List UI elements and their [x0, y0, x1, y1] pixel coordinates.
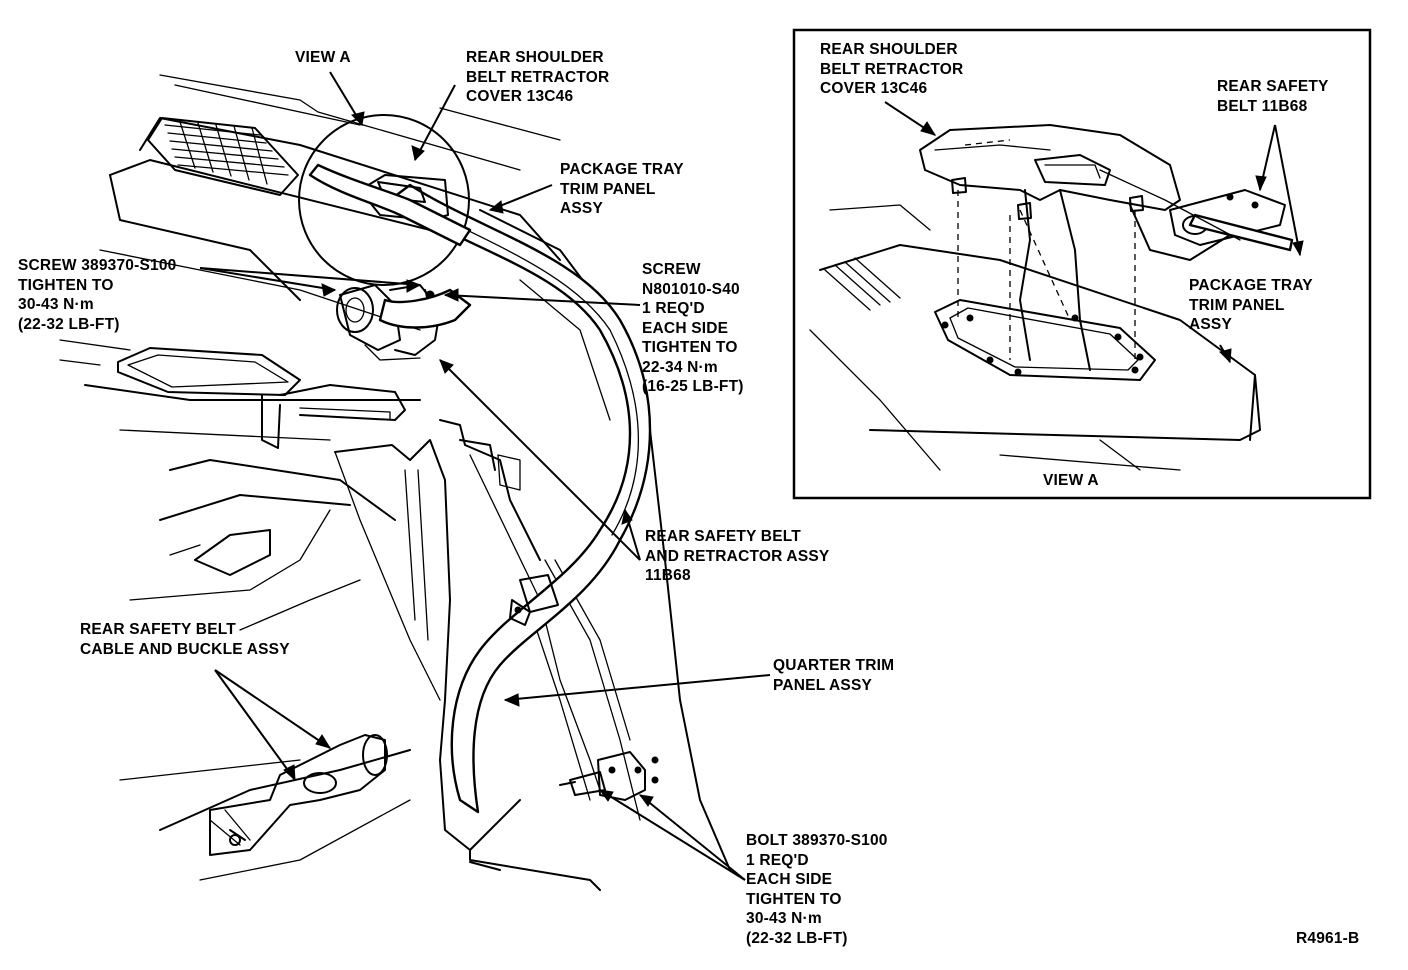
inset-rear-safety-belt-line-1: REAR SAFETY: [1217, 78, 1329, 95]
figure-code: R4961-B: [1296, 930, 1360, 947]
screw-n801010-line-1: SCREW: [642, 261, 701, 278]
quarter-trim-line-1: QUARTER TRIM: [773, 657, 895, 674]
cable-buckle-line-2: CABLE AND BUCKLE ASSY: [80, 640, 290, 658]
inset-dashed-lines: [957, 139, 1136, 360]
package-tray-label: PACKAGE TRAY TRIM PANEL ASSY: [560, 160, 684, 219]
package-tray-line-3: ASSY: [560, 200, 604, 217]
retractor-cover-label: REAR SHOULDER BELT RETRACTOR COVER 13C46: [466, 48, 609, 107]
inset-retractor-cover-label: REAR SHOULDER BELT RETRACTOR COVER 13C46: [820, 40, 963, 99]
view-a-callout-label: VIEW A: [295, 49, 351, 66]
inset-package-tray-label: PACKAGE TRAY TRIM PANEL ASSY: [1189, 276, 1313, 335]
quarter-trim-line-2: PANEL ASSY: [773, 676, 873, 694]
belt-retractor-assy-line-3: 11B68: [645, 567, 691, 584]
inset-package-tray-line-1: PACKAGE TRAY: [1189, 277, 1313, 294]
package-tray-line-1: PACKAGE TRAY: [560, 161, 684, 178]
cable-buckle-label: REAR SAFETY BELT CABLE AND BUCKLE ASSY: [80, 620, 290, 659]
roof-lines: [159, 74, 561, 171]
inset-arrowheads: [920, 121, 1304, 364]
bolt-389370-line-5: 30-43 N·m: [746, 910, 822, 927]
bolt-389370-line-2: 1 REQ'D: [746, 851, 809, 869]
bolt-389370-label: BOLT 389370-S100 1 REQ'D EACH SIDE TIGHT…: [746, 831, 888, 948]
screw-n801010-line-7: (16-25 LB-FT): [642, 378, 744, 395]
screw-389370-line-2: TIGHTEN TO: [18, 276, 114, 294]
belt-retractor-assy-line-1: REAR SAFETY BELT: [645, 528, 801, 545]
bolt-389370-line-6: (22-32 LB-FT): [746, 929, 848, 947]
package-tray-line-2: TRIM PANEL: [560, 180, 656, 198]
retractor-cover-line-3: COVER 13C46: [466, 88, 574, 105]
seat-frame: [59, 339, 421, 449]
safety-belt-webbing: [388, 183, 652, 814]
inset-base-plate: [934, 299, 1156, 381]
buckle-assembly: [209, 734, 388, 856]
inset-retractor-cover-line-1: REAR SHOULDER: [820, 41, 958, 58]
retractor-cover-line-2: BELT RETRACTOR: [466, 68, 610, 86]
inset-belt-guide: [1099, 169, 1294, 252]
inset-retractor-cover-line-2: BELT RETRACTOR: [820, 60, 964, 78]
inset-rear-safety-belt-label: REAR SAFETY BELT 11B68: [1217, 77, 1329, 116]
cable-buckle-line-1: REAR SAFETY BELT: [80, 621, 236, 638]
screw-n801010-line-6: 22-34 N·m: [642, 358, 718, 376]
screw-n801010-line-3: 1 REQ'D: [642, 300, 705, 317]
bolt-389370-line-3: EACH SIDE: [746, 871, 833, 888]
screw-389370-line-3: 30-43 N·m: [18, 296, 94, 313]
screw-389370-label: SCREW 389370-S100 TIGHTEN TO 30-43 N·m (…: [18, 256, 176, 334]
quarter-trim-panel: [334, 419, 601, 891]
retractor-assembly: [336, 284, 472, 361]
inset-package-tray-line-2: TRIM PANEL: [1189, 296, 1285, 314]
view-a-circle: [298, 114, 472, 286]
inset-retractor-cover-line-3: COVER 13C46: [820, 80, 928, 97]
belt-retractor-assy-label: REAR SAFETY BELT AND RETRACTOR ASSY 11B6…: [645, 527, 829, 586]
package-tray-body: [99, 117, 561, 331]
screw-n801010-line-4: EACH SIDE: [642, 319, 729, 337]
inset-view-a: [792, 28, 1372, 500]
inset-package-tray-line-3: ASSY: [1189, 316, 1233, 333]
screw-n801010-line-2: N801010-S40: [642, 280, 740, 298]
main-arrowheads: [283, 111, 654, 807]
inset-caption: VIEW A: [1043, 472, 1099, 489]
quarter-trim-label: QUARTER TRIM PANEL ASSY: [773, 656, 894, 695]
main-view: [59, 71, 771, 891]
speaker-grille: [147, 117, 299, 196]
bolt-389370-line-4: TIGHTEN TO: [746, 890, 842, 908]
retractor-cover-line-1: REAR SHOULDER: [466, 49, 604, 66]
lower-anchor-bracket: [559, 751, 659, 801]
rear-seat-area: [119, 459, 411, 881]
main-leader-lines: [199, 71, 771, 881]
screw-389370-line-4: (22-32 LB-FT): [18, 315, 120, 333]
bolt-389370-line-1: BOLT 389370-S100: [746, 832, 888, 849]
screw-389370-line-1: SCREW 389370-S100: [18, 257, 177, 274]
inset-rear-safety-belt-line-2: BELT 11B68: [1217, 97, 1308, 115]
inset-cover-shell: [919, 124, 1231, 371]
screw-n801010-label: SCREW N801010-S40 1 REQ'D EACH SIDE TIGH…: [642, 260, 744, 397]
belt-retractor-assy-line-2: AND RETRACTOR ASSY: [645, 547, 830, 565]
inset-tray-body: [809, 204, 1261, 471]
screw-n801010-line-5: TIGHTEN TO: [642, 339, 738, 356]
inset-fasteners: [951, 177, 1144, 220]
